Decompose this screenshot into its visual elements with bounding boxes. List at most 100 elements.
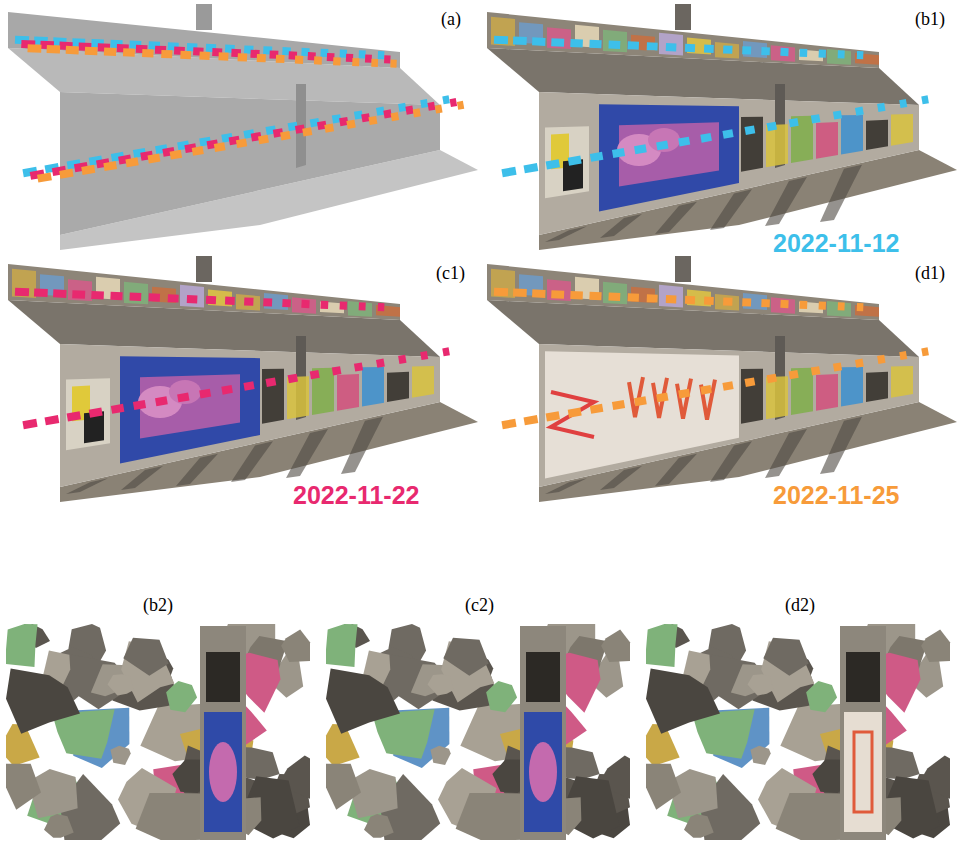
camera-marker bbox=[921, 347, 929, 356]
camera-marker bbox=[81, 165, 95, 175]
camera-marker bbox=[634, 396, 647, 406]
atlas-chart bbox=[646, 764, 681, 810]
texture-atlas bbox=[646, 624, 950, 840]
atlas-chart bbox=[750, 746, 770, 765]
camera-marker bbox=[899, 351, 907, 360]
atlas-rose bbox=[209, 742, 237, 802]
panel-label: (d1) bbox=[912, 262, 948, 285]
camera-marker bbox=[767, 122, 777, 131]
camera-marker bbox=[244, 297, 254, 305]
panel-label: (d2) bbox=[782, 594, 818, 617]
camera-marker bbox=[320, 301, 328, 309]
post bbox=[675, 256, 691, 282]
camera-marker bbox=[265, 377, 276, 387]
camera-marker bbox=[199, 52, 209, 60]
camera-marker bbox=[67, 411, 81, 421]
shadow bbox=[710, 441, 752, 482]
panel-label: (c1) bbox=[433, 262, 468, 285]
camera-marker bbox=[155, 396, 168, 406]
atlas-chart bbox=[776, 793, 843, 840]
shadow bbox=[231, 441, 273, 482]
camera-marker bbox=[744, 125, 755, 135]
camera-marker bbox=[546, 411, 560, 421]
paint-letters bbox=[677, 379, 691, 419]
atlas-chart bbox=[108, 674, 134, 695]
upper-wall bbox=[487, 264, 879, 320]
camera-marker bbox=[206, 296, 216, 304]
camera-marker bbox=[180, 51, 191, 59]
graffiti bbox=[715, 42, 739, 58]
camera-marker bbox=[47, 45, 61, 54]
atlas-chart bbox=[921, 629, 950, 662]
lower-wall bbox=[539, 344, 919, 487]
camera-marker bbox=[295, 56, 303, 64]
camera-marker bbox=[72, 290, 85, 299]
mural bbox=[120, 356, 260, 463]
camera-marker bbox=[921, 95, 929, 104]
texture-atlas bbox=[326, 624, 630, 840]
atlas-chart bbox=[486, 681, 517, 712]
camera-marker bbox=[877, 103, 885, 112]
graffiti bbox=[659, 33, 683, 56]
camera-marker bbox=[589, 292, 601, 301]
panel-label: (b1) bbox=[912, 8, 948, 31]
shadow bbox=[765, 429, 807, 478]
camera-marker bbox=[378, 303, 385, 311]
camera-marker bbox=[570, 39, 583, 48]
camera-marker bbox=[302, 127, 312, 136]
wall-model bbox=[487, 4, 957, 250]
camera-marker bbox=[628, 41, 640, 49]
camera-marker bbox=[142, 49, 154, 57]
upper-wall bbox=[8, 12, 400, 68]
camera-marker bbox=[359, 50, 366, 58]
atlas-chart bbox=[428, 674, 454, 695]
camera-marker bbox=[838, 302, 845, 310]
camera-marker bbox=[346, 54, 353, 62]
atlas-chart bbox=[364, 814, 394, 838]
camera-marker bbox=[857, 303, 864, 311]
camera-marker bbox=[608, 41, 620, 49]
camera-marker bbox=[192, 146, 204, 156]
camera-marker bbox=[104, 47, 116, 56]
camera-marker bbox=[129, 293, 141, 301]
graffiti bbox=[68, 279, 92, 301]
camera-marker bbox=[243, 381, 254, 391]
camera-marker bbox=[723, 297, 733, 305]
camera-marker bbox=[378, 51, 385, 59]
atlas-graffiti bbox=[846, 652, 880, 702]
camera-marker bbox=[187, 295, 198, 303]
camera-marker bbox=[263, 298, 272, 306]
atlas-chart bbox=[166, 681, 197, 712]
camera-marker bbox=[811, 366, 821, 375]
camera-marker bbox=[365, 55, 372, 63]
graffiti bbox=[841, 367, 863, 406]
camera-marker bbox=[280, 131, 291, 140]
camera-marker bbox=[704, 297, 714, 305]
camera-marker bbox=[85, 47, 98, 56]
camera-marker bbox=[647, 294, 658, 302]
camera-marker bbox=[761, 47, 770, 55]
camera-marker bbox=[799, 301, 807, 309]
atlas-graffiti bbox=[206, 652, 240, 702]
camera-marker bbox=[501, 419, 516, 429]
date-label: 2022-11-22 bbox=[290, 480, 423, 511]
camera-marker bbox=[310, 370, 320, 379]
camera-marker bbox=[857, 51, 864, 59]
graffiti bbox=[827, 49, 851, 65]
upper-wall bbox=[487, 12, 879, 68]
graffiti bbox=[603, 282, 627, 304]
shadow bbox=[765, 177, 807, 226]
graffiti bbox=[66, 378, 110, 450]
camera-marker bbox=[833, 362, 842, 371]
camera-marker bbox=[390, 60, 396, 68]
atlas-chart bbox=[456, 793, 523, 840]
wall-model bbox=[8, 256, 478, 502]
camera-marker bbox=[628, 293, 640, 301]
graffiti bbox=[816, 122, 838, 159]
camera-marker bbox=[608, 293, 620, 301]
camera-marker bbox=[678, 137, 690, 147]
shadow bbox=[710, 189, 752, 230]
atlas-chart bbox=[326, 669, 400, 734]
